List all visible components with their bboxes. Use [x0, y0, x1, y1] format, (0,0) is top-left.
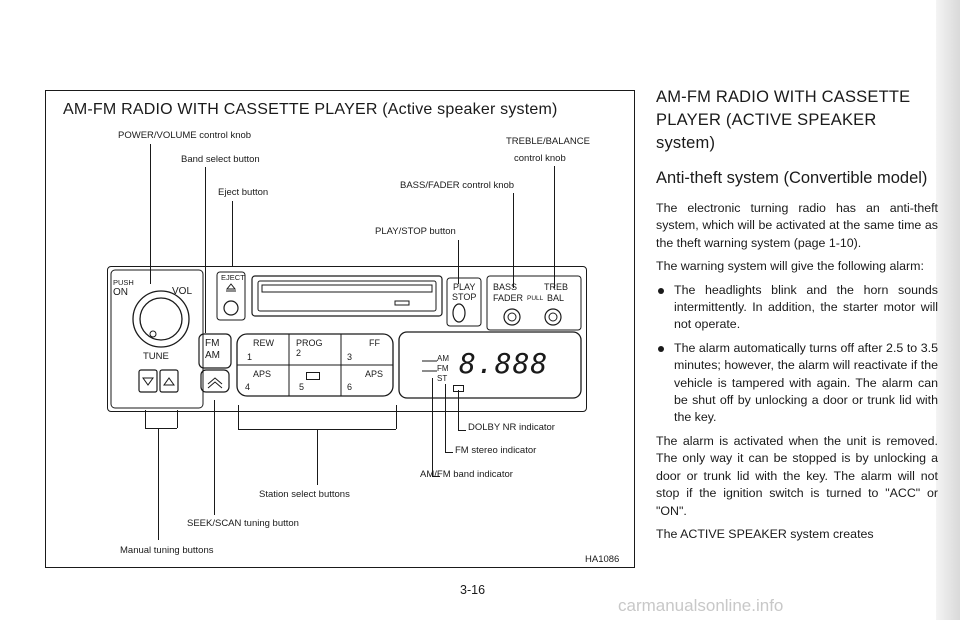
leader-station-right [396, 405, 397, 429]
leader-play-stop [458, 240, 459, 284]
radio-bass-label: BASS [493, 282, 518, 292]
bullet-item: The alarm automatically turns off after … [656, 340, 938, 427]
radio-tune-label: TUNE [143, 351, 169, 362]
bullet-item: The headlights blink and the horn sounds… [656, 282, 938, 334]
display-frequency: 8.888 [459, 347, 549, 380]
page-edge [936, 0, 960, 620]
label-manual-tuning: Manual tuning buttons [120, 545, 214, 556]
radio-rew-label: REW [253, 338, 274, 348]
label-treble-balance: TREBLE/BALANCE [506, 136, 590, 147]
label-bass-fader: BASS/FADER control knob [400, 180, 515, 191]
leader-dolby [458, 390, 459, 430]
paragraph-active-speaker: The ACTIVE SPEAKER system creates [656, 526, 874, 541]
leader-dolby-h [458, 430, 466, 431]
display-am: AM [437, 354, 449, 363]
radio-fm-label: FM [205, 338, 220, 349]
leader-eject [232, 201, 233, 267]
label-fm-stereo: FM stereo indicator [455, 445, 537, 456]
radio-on-label: ON [113, 287, 128, 298]
watermark: carmanualsonline.info [618, 596, 784, 615]
leader-power-volume [150, 144, 151, 284]
radio-prog-label: PROG [296, 338, 323, 348]
leader-station-left [238, 405, 239, 429]
radio-eject-label: EJECT [221, 273, 245, 282]
section-heading: AM-FM RADIO WITH CASSETTE PLAYER (ACTIVE… [656, 88, 911, 152]
preset-6: 6 [347, 382, 353, 392]
radio-push-label: PUSH [113, 278, 134, 287]
leader-manual-right [177, 410, 178, 428]
text-column: AM-FM RADIO WITH CASSETTE PLAYER (ACTIVE… [656, 86, 938, 549]
radio-vol-label: VOL [172, 286, 193, 297]
radio-pull-label: PULL [527, 295, 544, 302]
subsection-heading: Anti-theft system (Convertible model) [656, 169, 928, 187]
paragraph-alarm-intro: The warning system will give the followi… [656, 259, 924, 274]
radio-ff-label: FF [369, 338, 380, 348]
leader-manual [158, 428, 159, 540]
leader-station-bar [238, 429, 396, 430]
bullet-text: The headlights blink and the horn sounds… [674, 282, 938, 332]
leader-manual-bar [145, 428, 177, 429]
display-st: ST [437, 374, 448, 383]
radio-fader-label: FADER [493, 293, 524, 303]
radio-treb-label: TREB [544, 282, 569, 292]
label-power-volume: POWER/VOLUME control knob [118, 130, 252, 141]
preset-2: 2 [296, 348, 302, 358]
label-station-select: Station select buttons [259, 489, 350, 500]
preset-3: 3 [347, 352, 353, 362]
radio-aps-right-label: APS [365, 369, 384, 379]
leader-manual-left [145, 410, 146, 428]
bullet-text: The alarm automatically turns off after … [674, 340, 938, 425]
radio-am-label: AM [205, 350, 220, 361]
leader-station [317, 430, 318, 485]
display-fm: FM [437, 364, 449, 373]
leader-am-fm [432, 378, 433, 476]
leader-am-fm-h [432, 476, 440, 477]
radio-stop-label: STOP [452, 292, 477, 302]
radio-bal-label: BAL [547, 293, 565, 303]
leader-band-select [205, 167, 206, 333]
label-dolby: DOLBY NR indicator [468, 422, 555, 433]
leader-fm-stereo-h [445, 452, 453, 453]
preset-1: 1 [247, 352, 253, 362]
figure-frame [45, 90, 635, 568]
leader-bass-fader [513, 193, 514, 288]
bullet-dot [658, 287, 664, 294]
leader-fm-stereo [445, 384, 446, 452]
paragraph-anti-theft: The electronic turning radio has an anti… [656, 201, 938, 250]
label-band-select: Band select button [181, 154, 260, 165]
figure-id: HA1086 [585, 554, 620, 565]
leader-treble-balance [554, 166, 555, 288]
preset-5: 5 [299, 382, 305, 392]
figure-title: AM-FM RADIO WITH CASSETTE PLAYER (Active… [63, 101, 558, 118]
label-seek-scan: SEEK/SCAN tuning button [187, 518, 299, 529]
radio-unit: PUSH ON VOL TUNE EJECT FM AM REW 1 PROG … [107, 266, 587, 412]
radio-drawing [110, 269, 582, 409]
radio-faceplate [107, 266, 587, 412]
display-dolby-icon [453, 385, 464, 392]
bullet-dot [658, 345, 664, 352]
label-treble-balance-2: control knob [514, 153, 566, 164]
label-am-fm-band: AM/FM band indicator [420, 469, 513, 480]
label-play-stop: PLAY/STOP button [375, 226, 456, 237]
label-eject: Eject button [218, 187, 269, 198]
page-number: 3-16 [460, 583, 486, 597]
radio-aps-left-label: APS [253, 369, 272, 379]
preset-4: 4 [245, 382, 251, 392]
paragraph-alarm-removal: The alarm is activated when the unit is … [656, 433, 938, 518]
dolby-icon [306, 372, 320, 380]
radio-play-label: PLAY [453, 282, 476, 292]
leader-seek-scan [214, 400, 215, 515]
